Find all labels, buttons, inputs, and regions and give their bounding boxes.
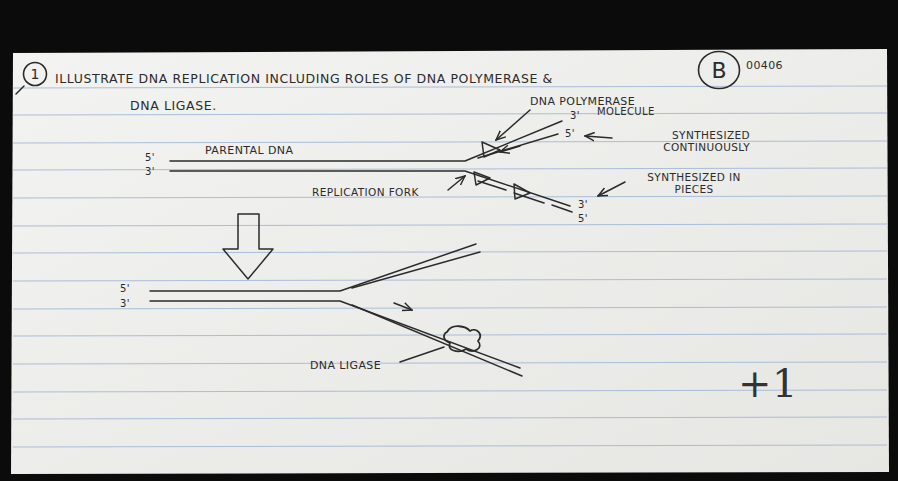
enzyme-label: DNA LIGASE	[310, 360, 381, 373]
parental-label: PARENTAL DNA	[205, 145, 293, 158]
strand-end: 5'	[145, 152, 155, 164]
card-number: 00406	[746, 60, 783, 73]
strand-end: 5'	[578, 213, 588, 225]
strand-note: SYNTHESIZED CONTINUOUSLY	[618, 129, 750, 153]
mark-text: 1	[22, 61, 48, 87]
fork-label: REPLICATION FORK	[312, 186, 419, 198]
strand-end: 3'	[570, 110, 580, 122]
strand-end: 3'	[578, 199, 588, 211]
enzyme-label: MOLECULE	[597, 106, 655, 118]
card-question: ILLUSTRATE DNA REPLICATION INCLUDING ROL…	[55, 65, 570, 119]
mark-label: 1	[31, 66, 40, 82]
mark-text: B	[697, 50, 741, 90]
circled-mark: B	[697, 50, 741, 90]
mark-label: B	[711, 58, 726, 83]
strand-note: SYNTHESIZED IN PIECES	[628, 171, 760, 195]
strand-end: 5'	[120, 283, 130, 295]
grade-mark: +1	[738, 360, 798, 406]
strand-end: 3'	[120, 298, 130, 310]
strand-end: 5'	[565, 128, 575, 140]
strand-end: 3'	[145, 166, 155, 178]
circled-mark: 1	[22, 61, 48, 87]
